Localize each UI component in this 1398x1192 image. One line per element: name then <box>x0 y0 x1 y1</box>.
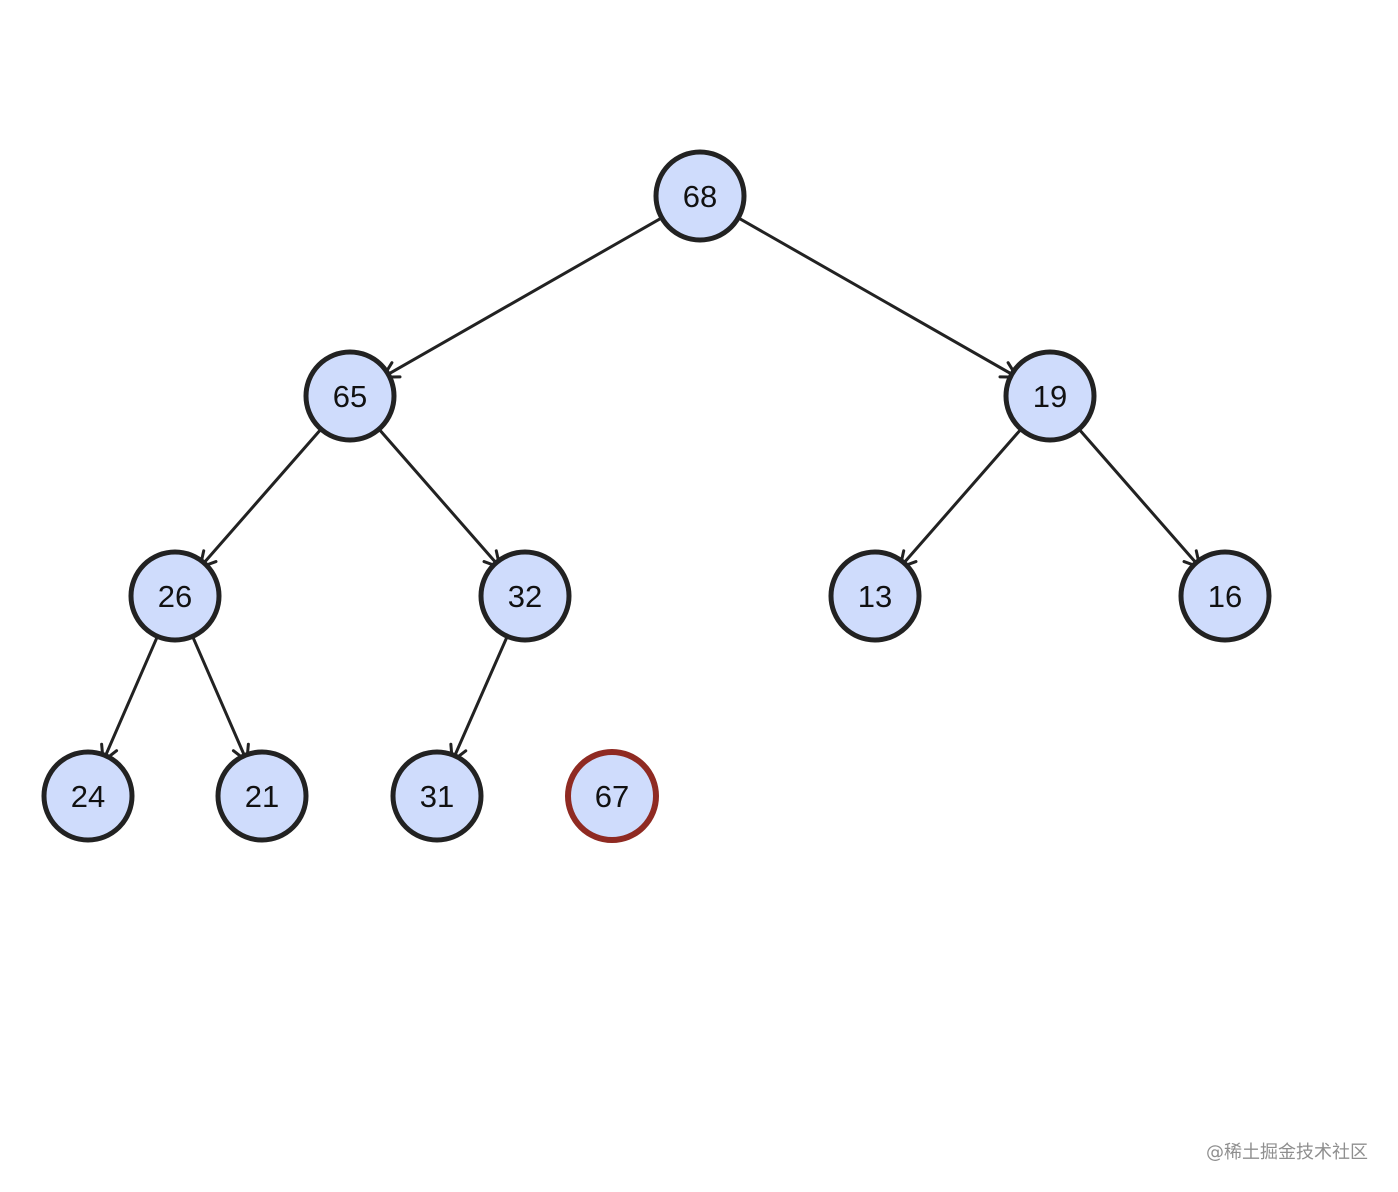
edge-19-to-16 <box>1078 429 1202 569</box>
node-31: 31 <box>390 749 484 843</box>
node-circle <box>478 549 572 643</box>
node-circle <box>390 749 484 843</box>
node-24: 24 <box>41 749 135 843</box>
edge-68-to-19 <box>738 217 1019 379</box>
node-highlighted-67: 67 <box>565 749 659 843</box>
watermark-text: @稀土掘金技术社区 <box>1206 1142 1368 1163</box>
node-label: 68 <box>683 179 717 214</box>
node-circle <box>565 749 659 843</box>
node-circle <box>653 149 747 243</box>
node-32: 32 <box>478 549 572 643</box>
node-circle <box>41 749 135 843</box>
nodes-layer: 68 65 19 26 32 13 16 24 21 31 67 <box>41 149 1272 843</box>
node-16: 16 <box>1178 549 1272 643</box>
edge-65-to-26 <box>198 429 322 569</box>
node-19: 19 <box>1003 349 1097 443</box>
edge-26-to-21 <box>191 636 250 763</box>
node-circle <box>828 549 922 643</box>
node-label: 16 <box>1208 579 1242 614</box>
node-circle <box>303 349 397 443</box>
node-label: 26 <box>158 579 192 614</box>
edge-32-to-31 <box>449 636 508 763</box>
edges-layer <box>100 217 1202 763</box>
edge-65-to-32 <box>378 429 502 569</box>
node-65: 65 <box>303 349 397 443</box>
node-label: 24 <box>71 779 105 814</box>
node-label: 31 <box>420 779 454 814</box>
node-13: 13 <box>828 549 922 643</box>
node-label: 67 <box>595 779 629 814</box>
node-circle <box>1003 349 1097 443</box>
node-label: 13 <box>858 579 892 614</box>
edge-26-to-24 <box>100 636 159 763</box>
node-68: 68 <box>653 149 747 243</box>
node-label: 32 <box>508 579 542 614</box>
node-circle <box>1178 549 1272 643</box>
node-label: 19 <box>1033 379 1067 414</box>
edge-19-to-13 <box>898 429 1022 569</box>
node-label: 21 <box>245 779 279 814</box>
node-26: 26 <box>128 549 222 643</box>
node-circle <box>215 749 309 843</box>
node-21: 21 <box>215 749 309 843</box>
node-circle <box>128 549 222 643</box>
edge-68-to-65 <box>381 217 662 379</box>
node-label: 65 <box>333 379 367 414</box>
